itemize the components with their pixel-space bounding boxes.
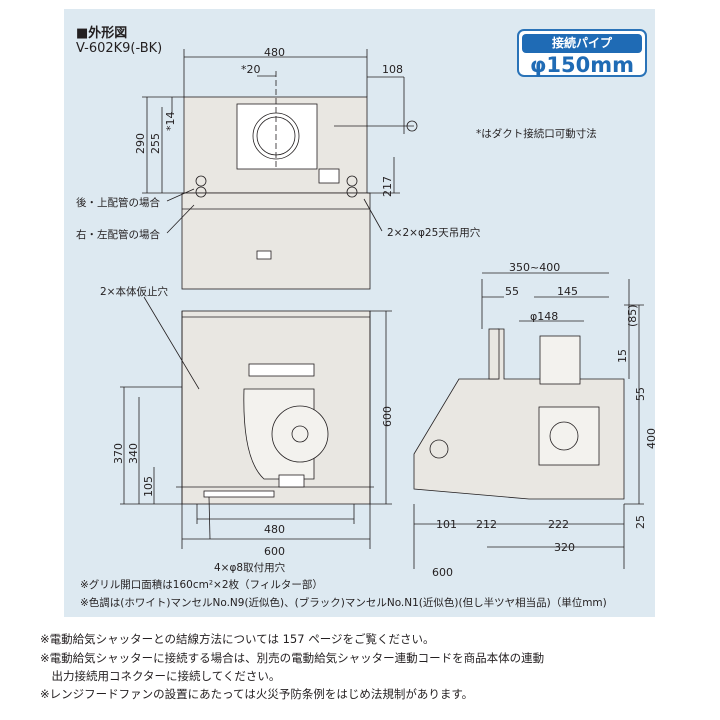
- dim-front-480: 480: [264, 523, 285, 536]
- dim-h340: 340: [127, 443, 140, 464]
- dim-15: 15: [616, 349, 629, 363]
- pipe-badge: 接続パイプ φ150mm: [517, 29, 647, 77]
- dim-top-width: 480: [264, 46, 285, 59]
- dim-101: 101: [436, 518, 457, 531]
- dim-h255: 255: [149, 133, 162, 154]
- dim-range: 350~400: [509, 261, 560, 274]
- duct-annotation: *はダクト接続口可動寸法: [476, 128, 597, 140]
- label-mount-holes: 4×φ8取付用穴: [214, 561, 286, 574]
- dim-h400: 400: [645, 428, 658, 449]
- label-right-left-pipe: 右・左配管の場合: [76, 228, 160, 241]
- dim-212: 212: [476, 518, 497, 531]
- label-rear-top-pipe: 後・上配管の場合: [76, 196, 160, 209]
- dim-h217: 217: [381, 176, 394, 197]
- dim-h14: *14: [164, 112, 177, 132]
- note-grille: ※グリル開口面積は160cm²×2枚（フィルター部）: [80, 579, 323, 591]
- note-color: ※色調は(ホワイト)マンセルNo.N9(近似色)、(ブラック)マンセルNo.N1…: [80, 597, 607, 609]
- footer-note-3: 出力接続用コネクターに接続してください。: [40, 669, 281, 683]
- label-ceiling-holes: 2×2×φ25天吊用穴: [387, 226, 481, 239]
- section-heading: ■外形図: [76, 26, 128, 41]
- dim-h105: 105: [142, 476, 155, 497]
- footer-note-4: ※レンジフードファンの設置にあたっては火災予防条例をはじめ法規制があります。: [40, 687, 474, 701]
- dim-55b: 55: [634, 387, 647, 401]
- dim-145: 145: [557, 285, 578, 298]
- dim-h290: 290: [134, 133, 147, 154]
- top-view-hood: [181, 192, 371, 290]
- footer-note-2: ※電動給気シャッターに接続する場合は、別売の電動給気シャッター連動コードを商品本…: [40, 651, 545, 665]
- label-temp-holes: 2×本体仮止穴: [100, 285, 168, 298]
- dim-h370: 370: [112, 443, 125, 464]
- dim-148: φ148: [530, 310, 558, 323]
- pipe-badge-value: φ150mm: [529, 53, 635, 77]
- dim-front-600: 600: [264, 545, 285, 558]
- model-number: V-602K9(-BK): [76, 41, 163, 56]
- dim-222: 222: [548, 518, 569, 531]
- dim-55a: 55: [505, 285, 519, 298]
- dim-85: (85): [626, 304, 639, 327]
- outline-drawing: 480 *20 108 290 255 *14 217 後・上配管の場合 右・左…: [76, 46, 658, 574]
- dim-h600: 600: [381, 406, 394, 427]
- dim-320: 320: [554, 541, 575, 554]
- dim-side-600: 600: [432, 566, 453, 579]
- dim-duct-offset: *20: [241, 63, 261, 76]
- dim-25: 25: [634, 515, 647, 529]
- pipe-badge-title: 接続パイプ: [522, 34, 642, 53]
- dim-side-108: 108: [382, 63, 403, 76]
- footer-note-1: ※電動給気シャッターとの結線方法については 157 ページをご覧ください。: [40, 632, 435, 646]
